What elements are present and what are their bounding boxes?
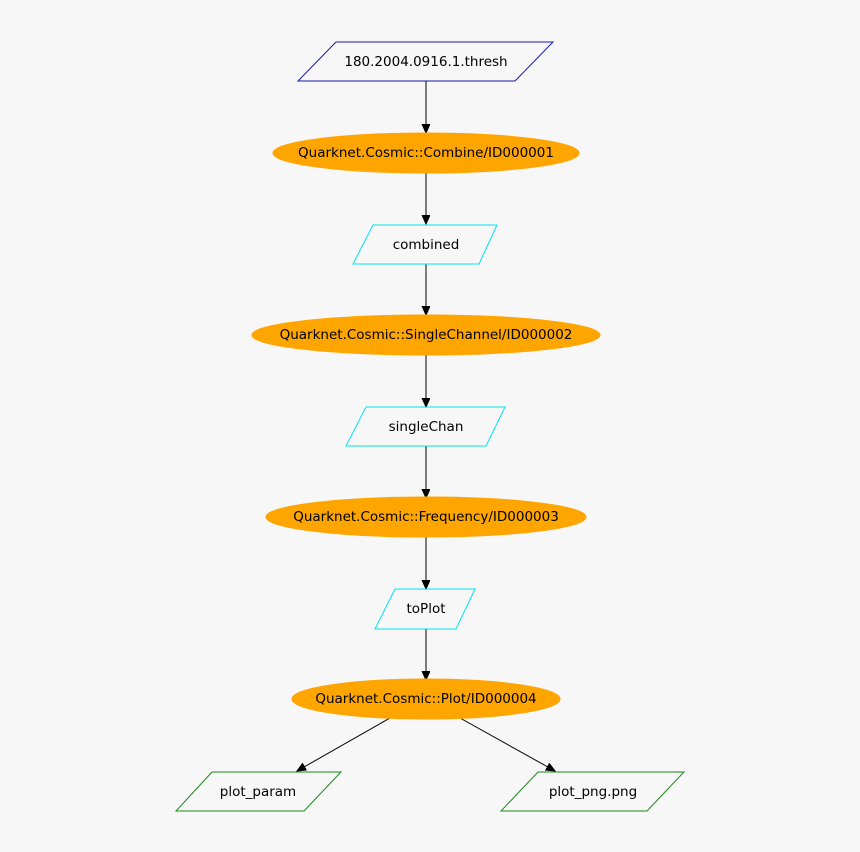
intermediate-file-shape xyxy=(352,224,498,265)
node-label: singleChan xyxy=(389,419,464,435)
process-shape xyxy=(291,678,561,720)
node-label: Quarknet.Cosmic::Combine/ID000001 xyxy=(298,145,554,161)
edges xyxy=(297,81,555,771)
node-label: Quarknet.Cosmic::SingleChannel/ID000002 xyxy=(280,327,573,343)
node-frequency-job: Quarknet.Cosmic::Frequency/ID000003 xyxy=(265,496,587,538)
input-file-shape xyxy=(296,41,555,82)
node-toplot-file: toPlot xyxy=(374,588,476,630)
node-thresh-file: 180.2004.0916.1.thresh xyxy=(296,41,555,82)
node-label: plot_param xyxy=(220,784,296,800)
intermediate-file-shape xyxy=(345,406,506,447)
process-shape xyxy=(251,314,601,356)
edge-plot-to-plot-png xyxy=(459,717,555,771)
node-plot-png-file: plot_png.png xyxy=(499,771,686,812)
node-label: combined xyxy=(393,237,460,253)
process-shape xyxy=(272,132,580,174)
node-plot-param-file: plot_param xyxy=(174,771,343,812)
node-singlechan-file: singleChan xyxy=(345,406,506,447)
node-plot-job: Quarknet.Cosmic::Plot/ID000004 xyxy=(291,678,561,720)
node-combine-job: Quarknet.Cosmic::Combine/ID000001 xyxy=(272,132,580,174)
process-shape xyxy=(265,496,587,538)
node-label: toPlot xyxy=(407,601,446,617)
output-file-shape xyxy=(499,771,686,812)
node-label: Quarknet.Cosmic::Plot/ID000004 xyxy=(315,691,536,707)
node-combined-file: combined xyxy=(352,224,498,265)
node-label: 180.2004.0916.1.thresh xyxy=(344,54,507,70)
output-file-shape xyxy=(174,771,343,812)
node-singlechannel-job: Quarknet.Cosmic::SingleChannel/ID000002 xyxy=(251,314,601,356)
node-label: Quarknet.Cosmic::Frequency/ID000003 xyxy=(293,509,559,525)
node-label: plot_png.png xyxy=(549,784,637,800)
edge-plot-to-plot-param xyxy=(297,717,391,771)
intermediate-file-shape xyxy=(374,588,476,630)
